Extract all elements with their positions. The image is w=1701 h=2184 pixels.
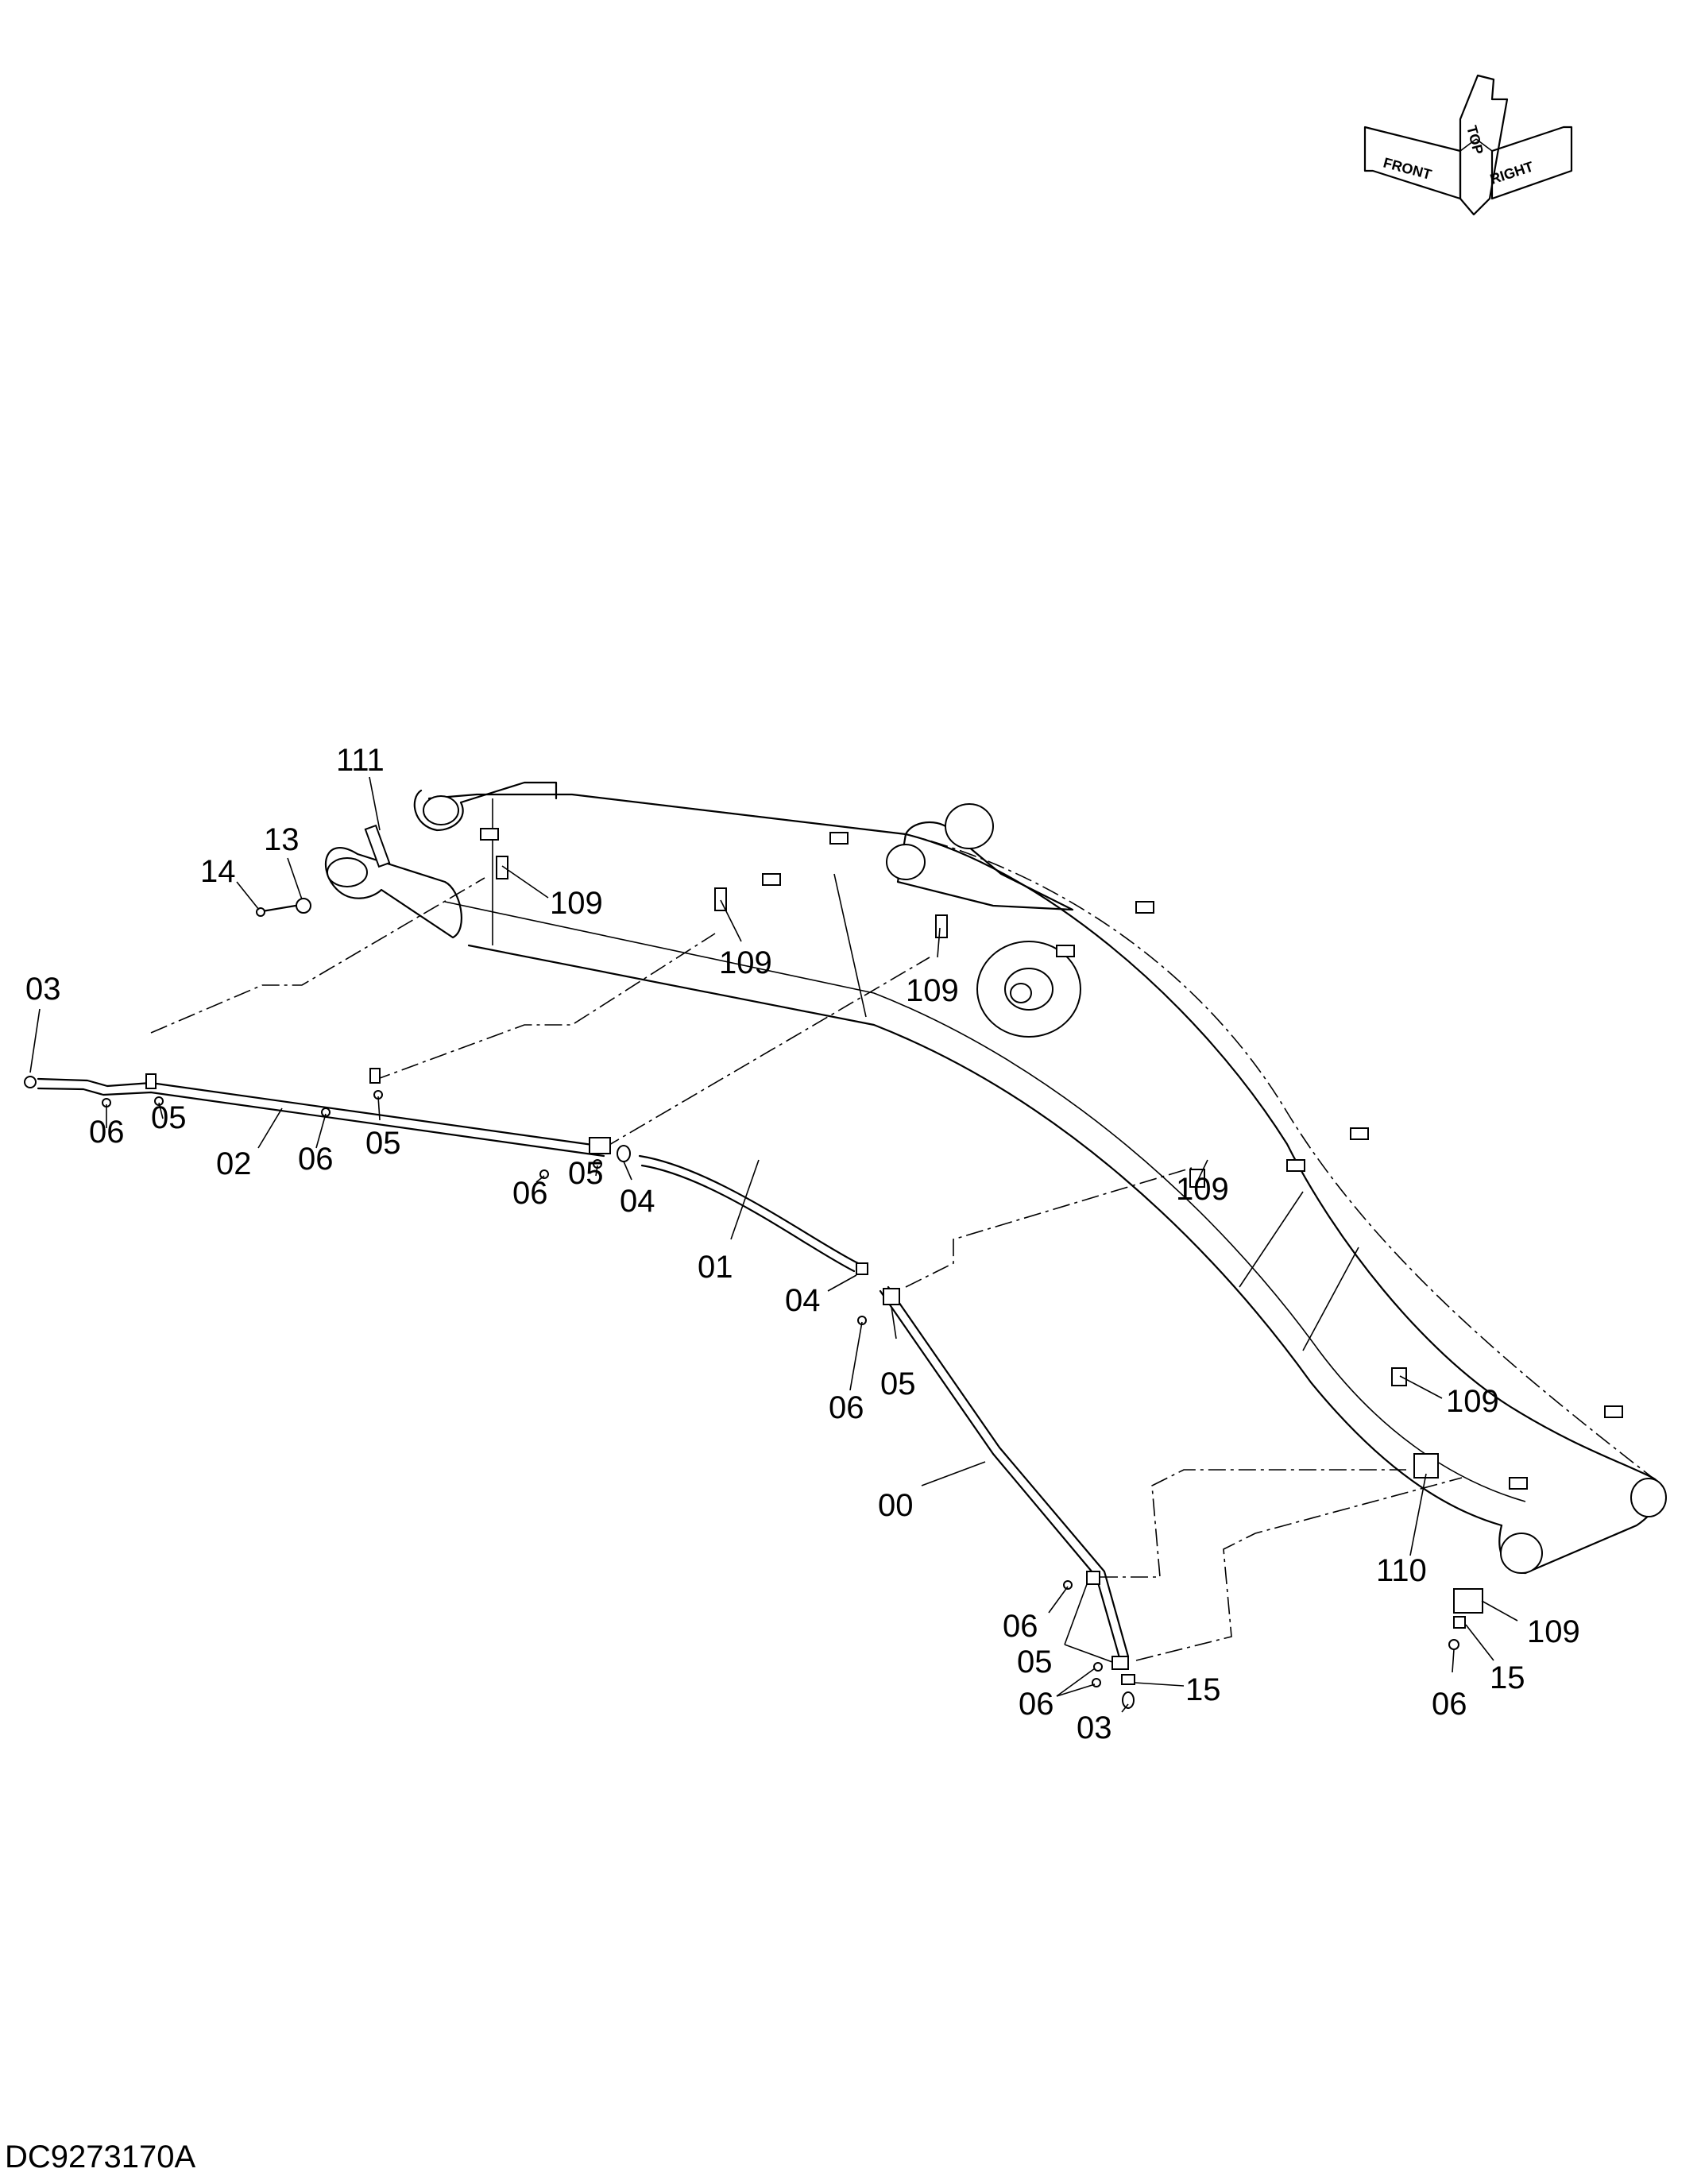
oring-04-b [856, 1262, 868, 1275]
bolt-06-c [539, 1169, 549, 1179]
washer-13 [296, 898, 311, 914]
bolt-06-g [1448, 1639, 1459, 1650]
callout-03: 03 [1077, 1710, 1112, 1745]
leader-lines [150, 877, 1463, 1661]
oring-04-a [617, 1145, 631, 1162]
compass-top-label: TOP [1463, 124, 1486, 157]
compass-front-label: FRONT [1382, 155, 1433, 183]
clamp-seat-109-e [1391, 1367, 1407, 1386]
callout-109: 109 [1446, 1384, 1499, 1419]
callout-14: 14 [200, 854, 236, 889]
callout-110: 110 [1376, 1553, 1427, 1588]
clamp-109-f [1453, 1588, 1483, 1614]
callout-04: 04 [785, 1283, 821, 1318]
callout-04: 04 [620, 1184, 655, 1219]
callout-109: 109 [1527, 1614, 1580, 1649]
pipe-00 [879, 1285, 1130, 1662]
callout-109: 109 [719, 945, 772, 980]
bracket-111 [364, 824, 391, 868]
boom-foot-pin-boss [327, 857, 368, 887]
callout-05: 05 [365, 1126, 401, 1161]
callout-15: 15 [1490, 1660, 1525, 1695]
bolt-06-e [1063, 1580, 1073, 1590]
callout-03: 03 [25, 972, 61, 1007]
callout-15: 15 [1185, 1672, 1221, 1707]
bracket-15-b [1453, 1616, 1466, 1629]
boom-structure [324, 781, 1667, 1575]
bracket-15-a [1121, 1674, 1135, 1685]
callout-06: 06 [512, 1176, 548, 1211]
callout-02: 02 [216, 1146, 252, 1181]
clamp-05-f [1111, 1656, 1129, 1670]
callout-01: 01 [698, 1250, 733, 1285]
callout-05: 05 [1017, 1645, 1053, 1680]
plug-03-left [24, 1076, 37, 1088]
clamp-05-a [145, 1073, 157, 1089]
callout-109: 109 [550, 886, 603, 921]
plug-03-right [1122, 1691, 1135, 1709]
bolt-06-b [321, 1107, 331, 1117]
callout-05: 05 [151, 1100, 187, 1135]
callout-05: 05 [880, 1366, 916, 1401]
callout-leaders [29, 776, 1518, 1713]
bolt-06-f [1093, 1662, 1103, 1672]
callout-13: 13 [264, 822, 300, 857]
callout-labels: 111 13 14 03 109 109 109 109 109 109 06 … [25, 743, 1580, 1745]
orientation-compass-icon: FRONT RIGHT TOP [1363, 74, 1573, 216]
callout-06: 06 [1003, 1609, 1038, 1644]
callout-06: 06 [1019, 1687, 1054, 1722]
clamp-05-e [1086, 1571, 1100, 1585]
clamp-05-b [369, 1068, 381, 1084]
callout-06: 06 [89, 1115, 125, 1150]
callout-05: 05 [568, 1156, 604, 1191]
boom-nose-pin-boss [1500, 1533, 1543, 1574]
bolt-14 [261, 904, 297, 913]
callout-06: 06 [298, 1142, 334, 1177]
clamp-05-d [883, 1288, 900, 1305]
callout-109: 109 [1176, 1172, 1229, 1207]
drawing-code: DC9273170A [5, 2140, 196, 2174]
callout-00: 00 [878, 1488, 914, 1523]
boom-cylinder-pin-boss [945, 803, 994, 849]
callout-111: 111 [336, 743, 385, 778]
hose-01 [638, 1154, 860, 1273]
callout-06: 06 [829, 1390, 864, 1425]
callout-06: 06 [1432, 1687, 1467, 1722]
pipe-02 [37, 1077, 605, 1158]
adapter-05-c [589, 1137, 611, 1154]
clamp-seat-109-a [496, 856, 508, 879]
callout-109: 109 [906, 973, 959, 1008]
boom-upper-pin-boss [423, 795, 459, 825]
clamp-seat-109-c [935, 914, 948, 938]
